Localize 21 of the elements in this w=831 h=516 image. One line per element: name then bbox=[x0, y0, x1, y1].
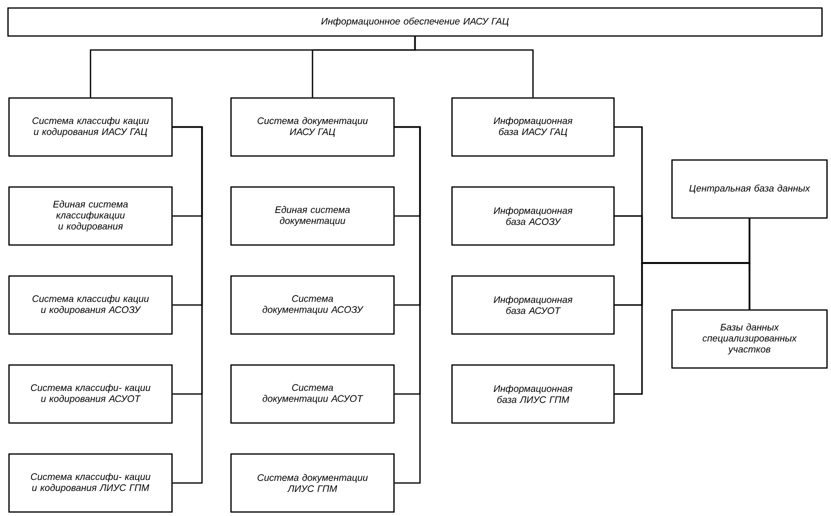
connector-line bbox=[394, 126, 421, 484]
system-box: Система классифи- кации и кодирования ЛИУС ГПМ bbox=[8, 453, 173, 513]
system-box: Система документации ИАСУ ГАЦ bbox=[230, 97, 395, 157]
system-box: Центральная база данных bbox=[671, 159, 828, 219]
system-box: Информационная база АСОЗУ bbox=[451, 186, 615, 246]
title-box: Информационное обеспечение ИАСУ ГАЦ bbox=[7, 7, 823, 37]
system-box: Базы данных специализированных участков bbox=[671, 309, 828, 369]
system-box: Единая система документации bbox=[230, 186, 395, 246]
system-box: Система классифи кации и кодирования АСОЗУ bbox=[8, 275, 173, 335]
system-box: Система документации АСУОТ bbox=[230, 364, 395, 424]
system-box: Информационная база АСУОТ bbox=[451, 275, 615, 335]
system-box: Информационная база ЛИУС ГПМ bbox=[451, 364, 615, 424]
connector-line bbox=[414, 36, 534, 98]
system-box: Система документации АСОЗУ bbox=[230, 275, 395, 335]
connector-line bbox=[614, 262, 750, 395]
connector-line bbox=[172, 126, 203, 484]
system-box: Система классифи кации и кодирования ИАСУ ГАЦ bbox=[8, 97, 173, 157]
system-box: Система классифи- кации и кодирования АСУОТ bbox=[8, 364, 173, 424]
system-box: Единая система классификации и кодирования bbox=[8, 186, 173, 246]
system-box: Информационная база ИАСУ ГАЦ bbox=[451, 97, 615, 157]
system-box: Система документации ЛИУС ГПМ bbox=[230, 453, 395, 513]
